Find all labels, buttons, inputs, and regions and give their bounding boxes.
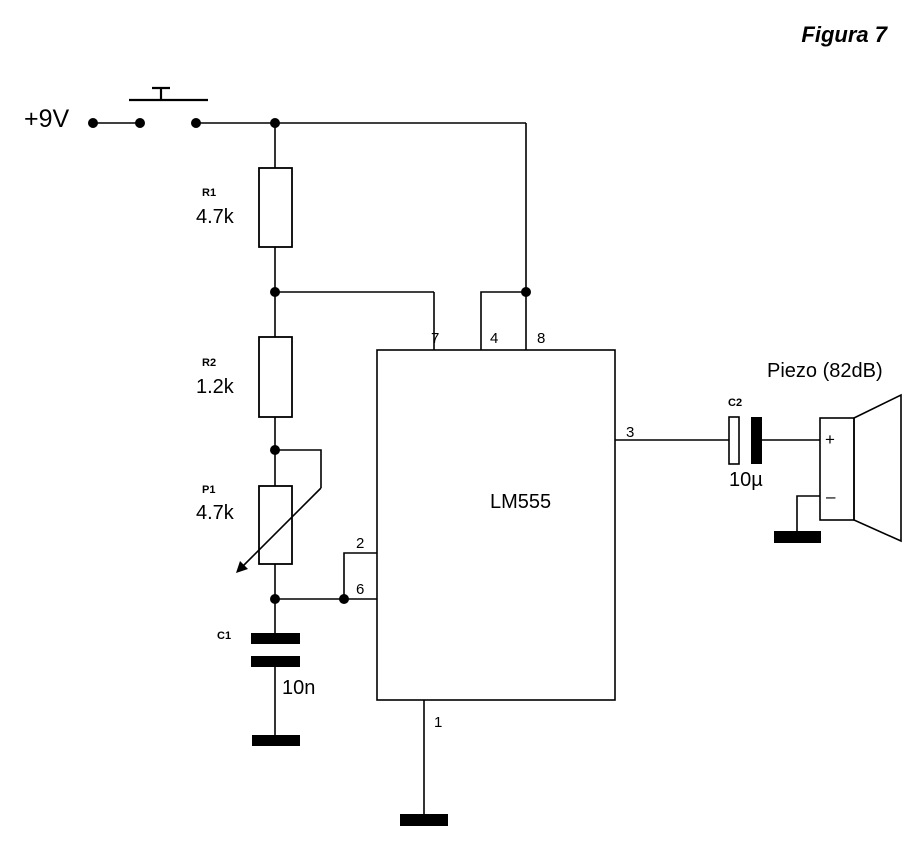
c1-plate-bottom	[251, 656, 300, 667]
ground-piezo-icon	[774, 531, 821, 543]
pin-7-label: 7	[431, 330, 439, 347]
wire-piezo-gnd	[796, 495, 820, 536]
figure-title: Figura 7	[801, 22, 888, 47]
p1-wiper-wire	[275, 449, 322, 488]
pin-2-label: 2	[356, 535, 364, 552]
lm555-timer: LM555 7 4 8 2 6 3 1	[356, 287, 634, 826]
p1-arrow-head-icon	[236, 561, 248, 573]
piezo-plus-sign: +	[825, 430, 835, 449]
wire-pin4-reset	[480, 291, 526, 350]
p1-adjust-arrow	[242, 487, 322, 567]
ic-body	[376, 349, 616, 701]
potentiometer-p1	[258, 485, 293, 565]
ground-c1-icon	[252, 735, 300, 746]
resistor-r2	[258, 336, 293, 418]
c1-plate-top	[251, 633, 300, 644]
ic-name: LM555	[490, 491, 551, 513]
pin-3-label: 3	[626, 424, 634, 441]
supply-terminal	[88, 118, 98, 128]
pin-4-label: 4	[490, 330, 498, 347]
r1-ref: R1	[202, 187, 216, 199]
r2-value: 1.2k	[196, 376, 235, 398]
c2-plate-positive	[728, 416, 740, 465]
supply-label: +9V	[24, 105, 70, 133]
piezo-label: Piezo (82dB)	[767, 360, 883, 382]
pin-1-label: 1	[434, 714, 442, 731]
pin-8-label: 8	[537, 330, 545, 347]
piezo-cone-icon	[853, 393, 902, 543]
junction-pin4-pin8	[521, 287, 531, 297]
switch-contact-left	[135, 118, 145, 128]
c2-plate-negative	[751, 417, 762, 464]
r1-value: 4.7k	[196, 206, 235, 228]
wire-pin2	[343, 552, 377, 599]
c2-value: 10µ	[729, 469, 763, 491]
piezo-body	[819, 417, 855, 521]
c1-ref: C1	[217, 630, 231, 642]
p1-value: 4.7k	[196, 502, 235, 524]
resistor-r1	[258, 167, 293, 248]
c2-ref: C2	[728, 397, 742, 409]
c1-value: 10n	[282, 677, 315, 699]
output-stage: C2 10µ Piezo (82dB) + –	[615, 360, 902, 543]
r2-ref: R2	[202, 357, 216, 369]
timing-network: R1 4.7k R2 1.2k P1 4.7k C1 10n	[196, 123, 435, 746]
supply-and-switch: +9V	[24, 86, 527, 350]
piezo-minus-sign: –	[826, 487, 836, 506]
pin-6-label: 6	[356, 581, 364, 598]
p1-ref: P1	[202, 484, 215, 496]
ground-ic-icon	[400, 814, 448, 826]
